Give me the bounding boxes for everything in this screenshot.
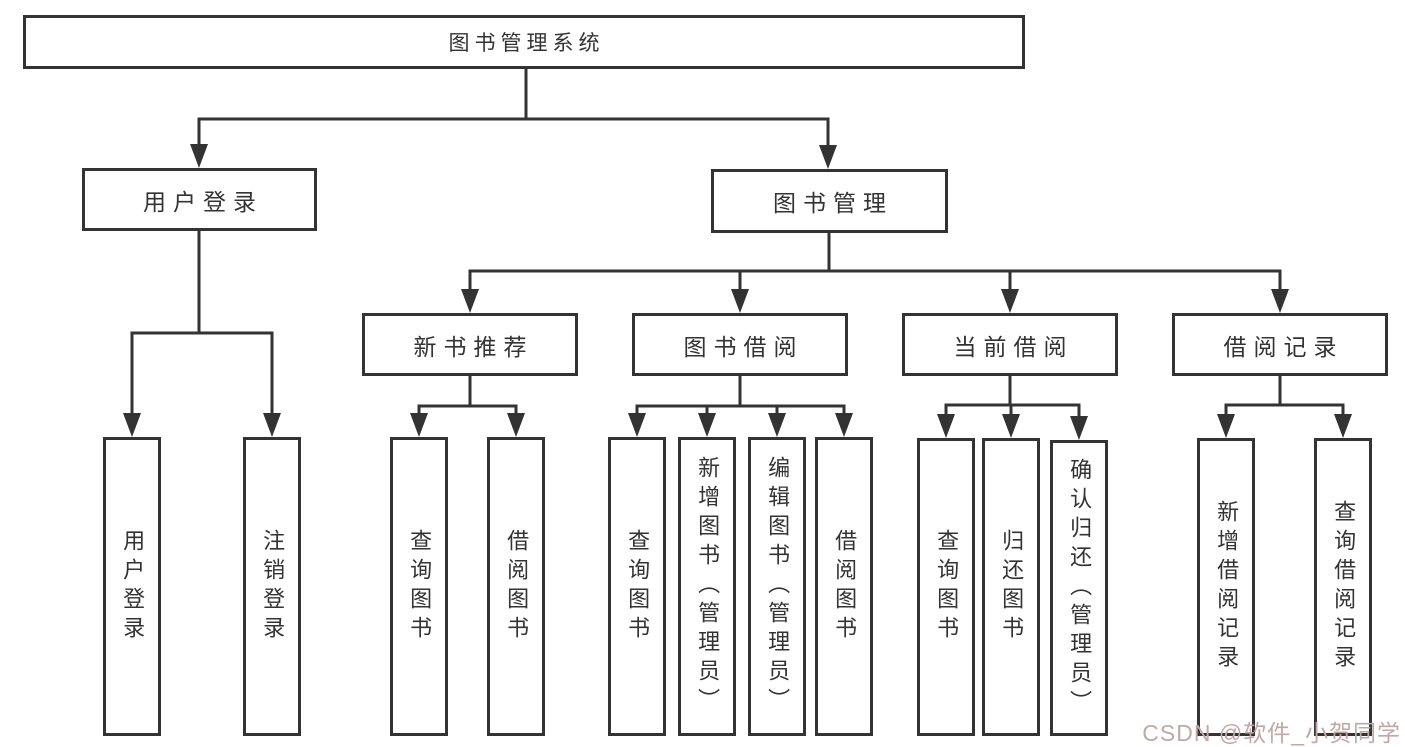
leaf-borrow-books-recommend: 借阅图书 <box>487 437 545 736</box>
node-label: 图书管理 <box>773 190 893 216</box>
node-book-borrowing: 图书借阅 <box>632 313 848 376</box>
watermark: CSDN @软件_小贺同学 <box>1142 720 1401 746</box>
leaf-label: 查询借阅记录 <box>1331 500 1357 674</box>
leaf-label: 查询图书 <box>407 528 433 645</box>
node-label: 图书借阅 <box>683 333 804 360</box>
node-library-management-system: 图书管理系统 <box>23 15 1025 69</box>
leaf-label: 注销登录 <box>260 528 286 645</box>
node-label: 借阅记录 <box>1223 333 1344 360</box>
leaf-label: 确认归还（管理员） <box>1067 457 1093 719</box>
node-label: 当前借阅 <box>953 333 1074 360</box>
leaf-label: 用户登录 <box>120 528 146 645</box>
leaf-confirm-return-admin: 确认归还（管理员） <box>1050 440 1108 736</box>
node-label: 图书管理系统 <box>448 32 605 55</box>
leaf-query-books-recommend: 查询图书 <box>390 437 448 736</box>
leaf-label: 查询图书 <box>625 528 651 645</box>
leaf-label: 归还图书 <box>999 529 1025 645</box>
leaf-query-borrow-record: 查询借阅记录 <box>1314 438 1372 736</box>
node-label: 新书推荐 <box>413 333 534 360</box>
leaf-query-books-current: 查询图书 <box>917 438 975 736</box>
node-book-management: 图书管理 <box>711 169 948 233</box>
leaf-label: 新增图书（管理员） <box>695 456 721 717</box>
leaf-edit-books-admin: 编辑图书（管理员） <box>748 437 806 736</box>
leaf-label: 查询图书 <box>934 529 960 645</box>
node-label: 用户登录 <box>143 188 263 215</box>
node-new-book-recommend: 新书推荐 <box>362 313 578 376</box>
leaf-user-login: 用户登录 <box>103 437 161 736</box>
leaf-logout: 注销登录 <box>243 437 301 736</box>
node-current-borrowing: 当前借阅 <box>902 313 1118 376</box>
leaf-query-books-borrowing: 查询图书 <box>608 437 666 736</box>
leaf-label: 新增借阅记录 <box>1214 500 1240 674</box>
leaf-borrow-books-borrowing: 借阅图书 <box>815 437 873 736</box>
leaf-label: 借阅图书 <box>832 528 858 645</box>
leaf-label: 借阅图书 <box>504 528 530 645</box>
leaf-add-books-admin: 新增图书（管理员） <box>678 437 736 736</box>
leaf-return-books: 归还图书 <box>982 438 1040 736</box>
leaf-label: 编辑图书（管理员） <box>765 456 791 717</box>
node-user-login: 用户登录 <box>82 168 317 231</box>
node-borrowing-records: 借阅记录 <box>1172 313 1388 376</box>
leaf-add-borrow-record: 新增借阅记录 <box>1197 438 1255 736</box>
